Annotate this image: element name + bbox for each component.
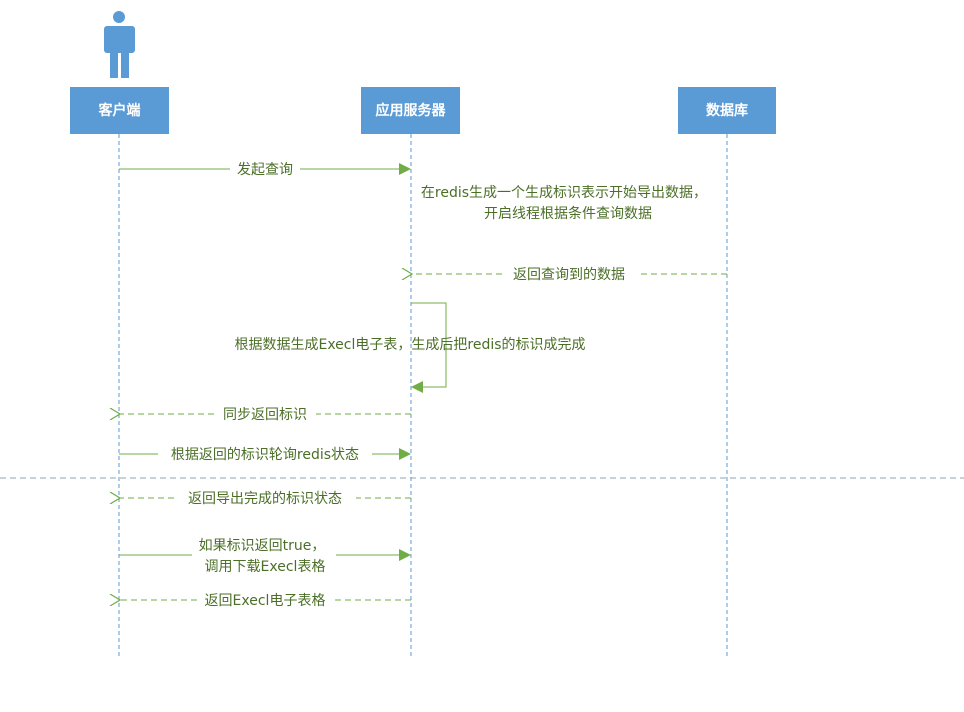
note-line-1: 在redis生成一个生成标识表示开始导出数据，	[421, 185, 707, 201]
message-download-excel: 如果标识返回true， 调用下载Execl表格	[119, 538, 411, 575]
message-start-query: 发起查询	[119, 162, 411, 178]
message-return-flag: 同步返回标识	[120, 407, 411, 423]
message-poll-redis: 根据返回的标识轮询redis状态	[119, 447, 411, 463]
message-label-line-1: 如果标识返回true，	[199, 538, 326, 554]
message-label: 根据数据生成Execl电子表，生成后把redis的标识成完成	[234, 337, 585, 353]
message-return-status: 返回导出完成的标识状态	[120, 491, 411, 507]
message-return-excel: 返回Execl电子表格	[120, 593, 411, 609]
actor-database-box: 数据库	[678, 87, 776, 134]
message-label: 返回Execl电子表格	[205, 593, 326, 609]
message-label-line-2: 调用下载Execl表格	[205, 559, 326, 575]
message-label: 发起查询	[237, 162, 293, 178]
message-generate-excel: 根据数据生成Execl电子表，生成后把redis的标识成完成	[234, 302, 586, 393]
actor-app-server-box: 应用服务器	[361, 87, 460, 134]
message-label: 返回查询到的数据	[513, 267, 625, 283]
message-return-data: 返回查询到的数据	[412, 267, 727, 283]
message-label: 同步返回标识	[223, 407, 307, 423]
actor-client-label: 客户端	[98, 102, 141, 119]
message-label: 返回导出完成的标识状态	[188, 491, 342, 507]
note-line-2: 开启线程根据条件查询数据	[484, 205, 652, 222]
actor-client-box: 客户端	[70, 87, 169, 134]
actor-app-server-label: 应用服务器	[376, 102, 447, 119]
note-redis-start: 在redis生成一个生成标识表示开始导出数据， 开启线程根据条件查询数据	[421, 185, 707, 222]
message-label: 根据返回的标识轮询redis状态	[171, 447, 359, 463]
person-icon	[104, 11, 135, 78]
actor-database-label: 数据库	[706, 102, 748, 119]
